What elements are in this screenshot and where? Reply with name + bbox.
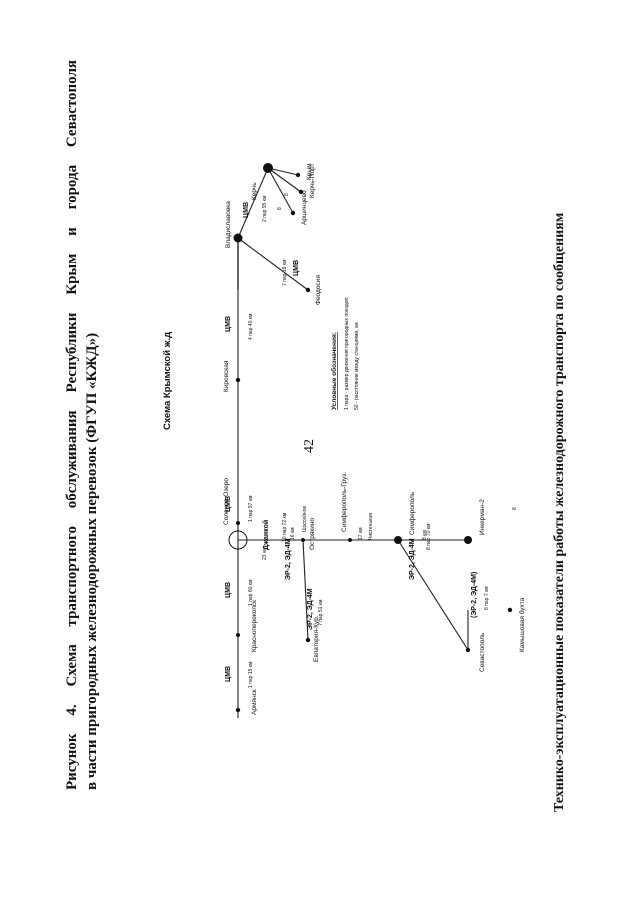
- segment-type-ostryakovo-evpatoriya: ЭР-2, ЭД-4М: [307, 588, 314, 630]
- legend-line-2: 50 - расстояние между станциями, км.: [354, 321, 360, 410]
- segment-type-dzhankoy-ostryakovo: ЭР-2, ЭД-4М: [285, 538, 292, 580]
- distance-label: 8 км: [422, 530, 428, 540]
- segment-type-simferopol-inkerman: ЭР-2, ЭД-4М: [409, 538, 416, 580]
- station-evpatoriya: Евпатория-Кур.: [313, 615, 320, 662]
- station-krym: Крым: [306, 163, 313, 180]
- segment-label-inkerman-sevastopol: 8 пар 7 км: [484, 586, 490, 610]
- station-ostryakovo: Острякино: [309, 518, 316, 550]
- distance-label: 8: [284, 193, 290, 196]
- station-sevastopol: Севастополь: [479, 632, 486, 672]
- station-inkerman: Инкерман-2: [479, 499, 486, 535]
- distance-label: 23 км: [262, 547, 268, 560]
- legend-line-1: 1 пара - размер движения пригородных пое…: [344, 297, 350, 410]
- segment-type-vladislavovka-kerch: ЦМВ: [243, 202, 250, 218]
- station-markers: [233, 163, 513, 713]
- station-simferopol: Симферополь: [409, 491, 416, 535]
- segment-label-vladislavovka-kerch: 2 пар 95 км: [262, 195, 268, 222]
- station-kerch: Керчь: [251, 182, 258, 200]
- segment-label-armyansk-krasnoperekopsk: 1 пар 15 км: [248, 661, 254, 688]
- segment-type-inkerman-sevastopol: (ЭР-2, ЭД-4М): [471, 572, 478, 618]
- station-dzhankoy: Джанкой: [262, 520, 270, 550]
- scheme-title: Схема Крымской ж.д: [162, 332, 173, 430]
- segment-type-dzhankoy-kirovskaya: ЦМВ: [225, 496, 232, 512]
- segment-label-vladislavovka-feodosiya: 7 пар 18 км: [282, 259, 288, 286]
- legend-title: Условные обозначения:: [330, 332, 338, 410]
- station-feodosiya: Феодосия: [315, 275, 322, 305]
- distance-label: 16 км: [290, 527, 296, 540]
- station-kirovskaya: Кировская: [223, 360, 230, 392]
- segment-label-krasnoperekopsk-dzhankoy: 1 пар 60 км: [248, 579, 254, 606]
- station-krasnoperekopsk: Красноперекопск: [251, 600, 258, 652]
- station-kerch-port: Керчь-Порт: [309, 163, 316, 198]
- distance-label: 8: [277, 207, 283, 210]
- station-sublabel: Шоссейное: [301, 506, 308, 532]
- segment-type-vladislavovka-feodosiya: ЦМВ: [293, 260, 300, 276]
- distance-label: 8: [512, 507, 518, 510]
- station-armyansk: Армянск: [251, 689, 258, 715]
- segment-type-krasnoperekopsk-dzhankoy: ЦМВ: [225, 582, 232, 598]
- hub-ring: [228, 530, 248, 550]
- segment-label-dzhankoy-ostryakovo: 10 пар 72 км: [282, 512, 288, 542]
- station-sublabel: Чистенькая: [368, 513, 374, 540]
- station-simferopol-gruz: Симферополь-Груз.: [341, 472, 348, 532]
- station-solenoe-ozero: Соленое Озеро: [223, 478, 230, 525]
- segment-type-armyansk-krasnoperekopsk: ЦМВ: [225, 666, 232, 682]
- segment-label-dzhankoy-kirovskaya: 1 пар 97 км: [248, 495, 254, 522]
- station-kamyshovaya: Камышовая бухта: [518, 597, 526, 652]
- segment-label-kirovskaya-vladislavovka: 4 пар 40 км: [248, 313, 254, 340]
- segment-label-simferopol-inkerman: 8 пар 70 км: [426, 523, 432, 550]
- segment-label-ostryakovo-evpatoriya: 7 пар 51 км: [318, 599, 324, 626]
- station-vladislavovka: Владиславовка: [225, 201, 232, 248]
- station-arshintsevo: Аршинцево: [301, 190, 308, 225]
- segment-type-kirovskaya-vladislavovka: ЦМВ: [225, 316, 232, 332]
- distance-label: 17 км: [358, 527, 364, 540]
- track-lines: [237, 167, 469, 718]
